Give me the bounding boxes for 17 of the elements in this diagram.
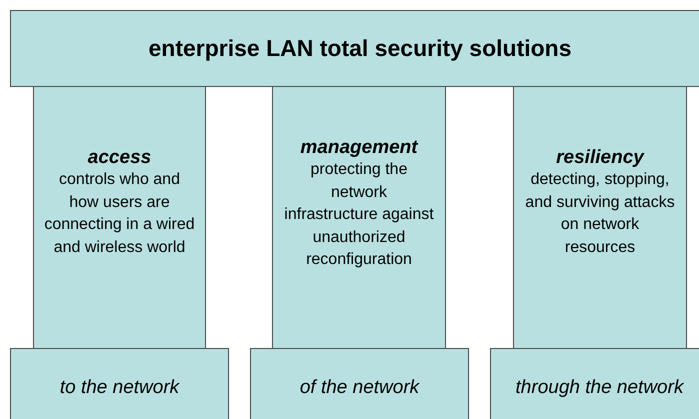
- base-label: to the network: [60, 377, 180, 399]
- base-block: [250, 348, 469, 419]
- base-label: of the network: [300, 377, 420, 399]
- pillar-description: detecting, stopping, and surviving attacks on network resources: [524, 170, 676, 258]
- pillar-description: controls who and how users are connecting in a wired and wireless world: [44, 170, 196, 258]
- base-label: through the network: [516, 377, 684, 399]
- banner-title: enterprise LAN total security solutions: [148, 35, 572, 62]
- pillar-description: protecting the network infrastructure against unauthorized reconfiguration: [283, 160, 435, 270]
- roof-banner: [10, 10, 699, 87]
- base-block: [490, 348, 699, 419]
- pillar-box: [33, 86, 206, 349]
- pillar-heading: access: [88, 147, 152, 169]
- base-block: [10, 348, 229, 419]
- pillar-heading: resiliency: [556, 147, 644, 169]
- pillar-box: [513, 86, 687, 349]
- pillar-heading: management: [300, 137, 418, 159]
- pillar-box: [272, 86, 446, 349]
